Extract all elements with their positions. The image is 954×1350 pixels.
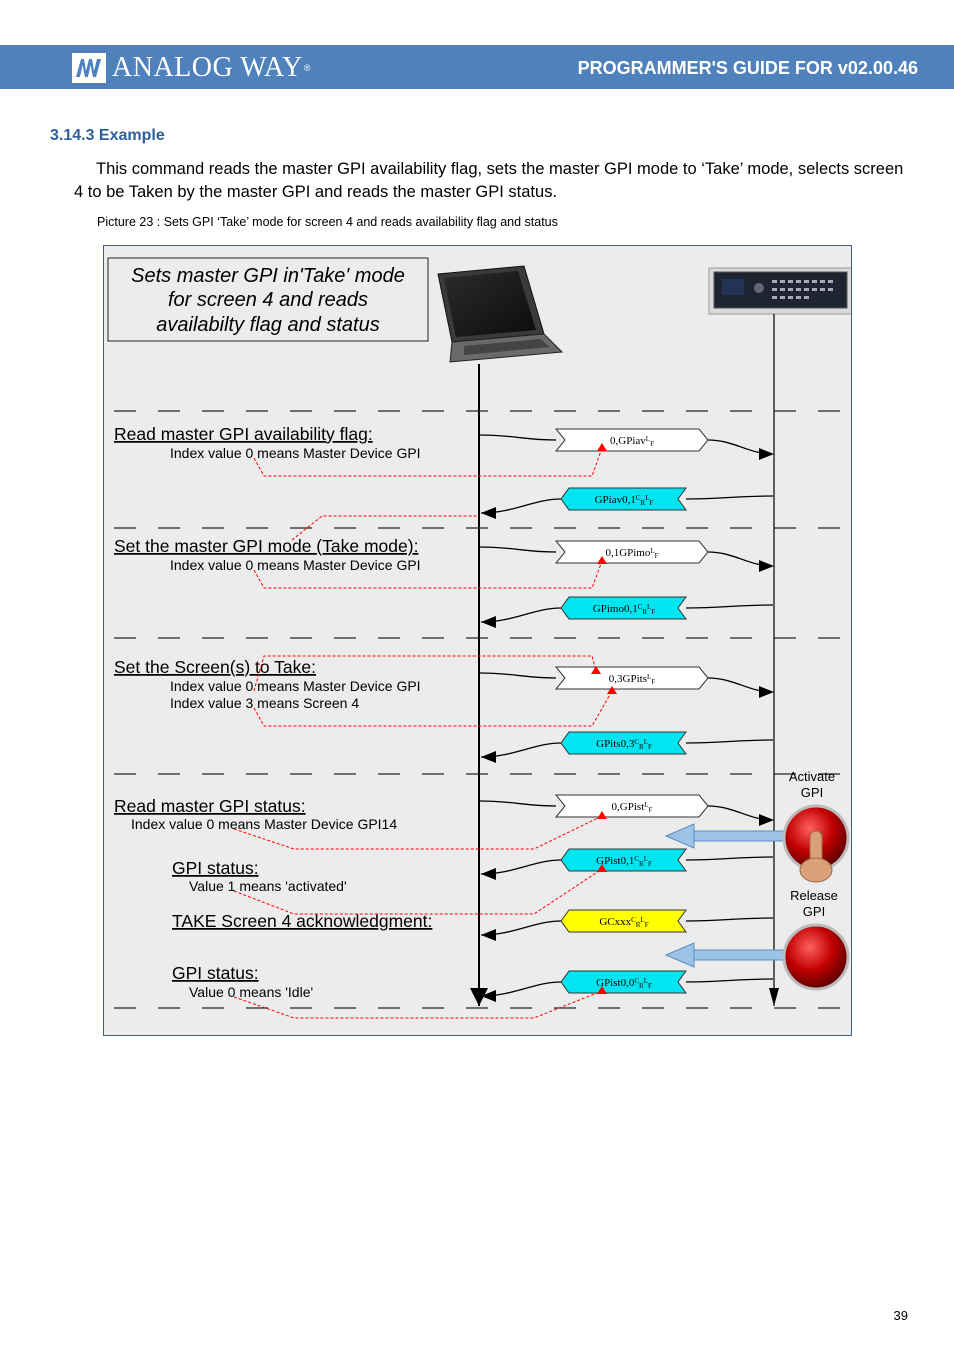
step-label: TAKE Screen 4 acknowledgment: — [172, 911, 432, 931]
command-messages: 0,GPiavLF GPiav0,1CRLF 0,1GPimoLF GPimo0,1C… — [479, 428, 774, 1002]
command-text: 0,1GPimoLF — [605, 547, 658, 560]
send-message: 0,3GPitsLF — [479, 666, 774, 698]
step-note: Value 0 means 'Idle' — [189, 984, 313, 1000]
step-labels: Read master GPI availability flag:Index … — [114, 424, 432, 1000]
note-link-line — [253, 690, 613, 727]
command-text: GPiav0,1CRLF — [595, 494, 654, 507]
command-text: 0,GPistLF — [612, 801, 653, 814]
reply-message: GPits0,3CRLF — [480, 731, 774, 763]
analog-way-logo: ANALOG WAY® — [72, 52, 311, 83]
send-message: 0,GPistLF — [479, 794, 774, 826]
logo-mark-icon — [72, 53, 106, 83]
step-label: GPI status: — [172, 963, 259, 983]
figure-caption: Picture 23 : Sets GPI ‘Take’ mode for sc… — [97, 215, 558, 229]
reply-message: GCxxxCRLF — [480, 909, 774, 941]
release-gpi-text: Release — [790, 888, 838, 903]
reply-message: GPist0,1CRLF — [480, 848, 774, 880]
step-label: Read master GPI availability flag: — [114, 424, 373, 444]
note-links — [233, 443, 617, 1019]
diagram-title-line: availabilty flag and status — [156, 314, 379, 336]
send-message: 0,1GPimoLF — [479, 540, 774, 572]
note-link-arrowhead — [591, 666, 601, 674]
step-label: Set the master GPI mode (Take mode): — [114, 536, 418, 556]
command-text: GPits0,3CRLF — [596, 738, 652, 751]
release-arrow — [664, 942, 790, 968]
device-icon — [708, 267, 851, 315]
step-note: Index value 0 means Master Device GPI14 — [131, 816, 397, 832]
command-text: GPist0,1CRLF — [596, 855, 652, 868]
reply-message: GPist0,0CRLF — [480, 970, 774, 1002]
release-gpi-button-icon — [782, 923, 850, 991]
activate-gpi-text: GPI — [801, 785, 823, 800]
page-number: 39 — [893, 1308, 908, 1323]
note-link-arrowhead — [607, 686, 617, 694]
header-bar: ANALOG WAY® PROGRAMMER'S GUIDE FOR v02.0… — [0, 45, 954, 89]
step-note: Value 1 means 'activated' — [189, 878, 347, 894]
note-link-line — [233, 990, 603, 1019]
note-link-arrowhead — [597, 556, 607, 564]
section-heading: 3.14.3 Example — [50, 127, 165, 144]
diagram-title-box — [107, 257, 429, 342]
reply-message: GPimo0,1CRLF — [480, 596, 774, 628]
step-label: GPI status: — [172, 858, 259, 878]
command-text: 0,3GPitsLF — [609, 673, 656, 686]
note-link-arrowhead — [597, 811, 607, 819]
activate-arrow — [664, 823, 790, 849]
command-text: GPimo0,1CRLF — [593, 603, 656, 616]
command-text: 0,GPiavLF — [610, 435, 654, 448]
step-label: Set the Screen(s) to Take: — [114, 657, 316, 677]
note-link-arrowhead — [597, 443, 607, 451]
step-note: Index value 3 means Screen 4 — [170, 695, 359, 711]
brand-name: ANALOG WAY — [112, 52, 303, 83]
finger-icon — [799, 830, 833, 883]
diagram-title-line: for screen 4 and reads — [168, 289, 368, 311]
step-label: Read master GPI status: — [114, 796, 306, 816]
brand-registered-mark: ® — [303, 63, 311, 73]
note-link-arrowhead — [597, 864, 607, 872]
reply-message: GPiav0,1CRLF — [480, 487, 774, 519]
send-message: 0,GPiavLF — [479, 428, 774, 460]
command-text: GCxxxCRLF — [599, 916, 648, 929]
step-note: Index value 0 means Master Device GPI — [170, 678, 421, 694]
step-note: Index value 0 means Master Device GPI — [170, 557, 421, 573]
note-link-line — [291, 515, 479, 541]
note-link-arrowhead — [597, 986, 607, 994]
note-link-line — [253, 560, 603, 589]
diagram-title-line: Sets master GPI in'Take' mode — [131, 265, 405, 287]
section-paragraph: This command reads the master GPI availa… — [74, 160, 904, 201]
activate-gpi-text: Activate — [789, 769, 835, 784]
release-gpi-text: GPI — [803, 904, 825, 919]
document-title: PROGRAMMER'S GUIDE FOR v02.00.46 — [577, 58, 918, 78]
device-lifeline-arrowhead — [769, 988, 779, 1006]
note-link-line — [233, 868, 603, 915]
note-link-line — [253, 655, 597, 692]
command-text: GPist0,0CRLF — [596, 977, 652, 990]
step-note: Index value 0 means Master Device GPI — [170, 445, 421, 461]
laptop-lifeline-arrowhead — [470, 988, 488, 1006]
note-link-line — [233, 815, 603, 850]
note-link-line — [253, 447, 603, 477]
laptop-icon — [437, 265, 564, 363]
separators — [114, 410, 844, 1009]
